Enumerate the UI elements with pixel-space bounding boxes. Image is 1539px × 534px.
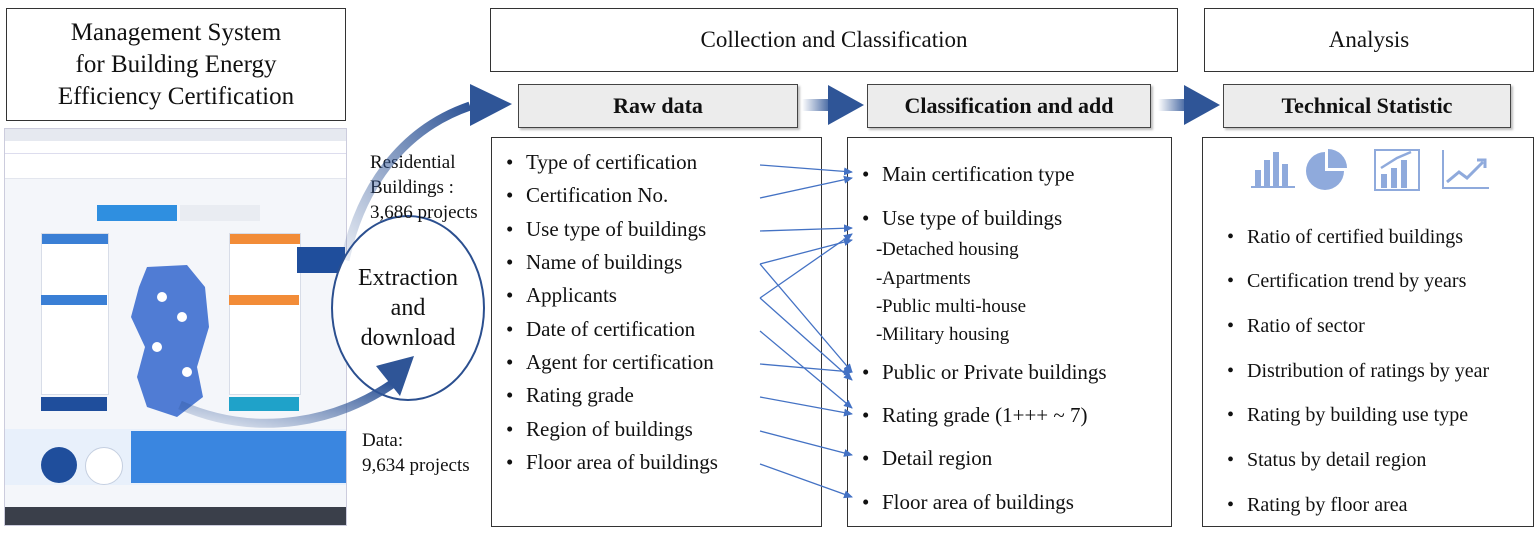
arrow-shaft-1 — [802, 99, 830, 111]
mapping-connectors — [759, 164, 853, 499]
lower-flow-arrow — [178, 380, 395, 428]
upper-arrowhead — [470, 84, 512, 126]
raw-item: Applicants — [506, 283, 617, 308]
raw-item: Agent for certification — [506, 350, 714, 375]
raw-item: Rating grade — [506, 383, 634, 408]
bar-chart-icon — [1251, 152, 1295, 188]
residential-line-3: 3,686 projects — [370, 202, 478, 223]
upper-flow-arrow — [340, 101, 472, 261]
raw-item: Name of buildings — [506, 250, 682, 275]
tech-item: Rating by building use type — [1227, 404, 1468, 427]
technical-statistic-box: Ratio of certified buildings Certificati… — [1202, 137, 1534, 527]
arrow-shaft-2 — [1158, 99, 1186, 111]
data-count-label: Data: 9,634 projects — [362, 428, 470, 478]
pie-chart-icon — [1306, 149, 1347, 190]
raw-item: Certification No. — [506, 183, 668, 208]
technical-list: Ratio of certified buildings Certificati… — [1203, 138, 1533, 526]
residential-line-2: Buildings : — [370, 177, 454, 198]
tech-item: Certification trend by years — [1227, 270, 1466, 293]
class-item-use-type: Use type of buildings — [862, 206, 1062, 231]
class-item-public-private: Public or Private buildings — [862, 360, 1107, 385]
system-title-line-1: Management System — [70, 18, 282, 46]
data-count-line-1: Data: — [362, 430, 404, 451]
system-title-box: Management System for Building Energy Ef… — [6, 8, 346, 121]
arrow-head-2 — [1184, 85, 1220, 125]
raw-item: Floor area of buildings — [506, 450, 718, 475]
tech-item: Ratio of certified buildings — [1227, 226, 1463, 249]
system-title-line-3: Efficiency Certification — [57, 82, 295, 110]
raw-data-box: Type of certification Certification No. … — [491, 137, 822, 527]
collection-section-title: Collection and Classification — [490, 8, 1178, 72]
residential-label: Residential Buildings : 3,686 projects — [370, 150, 478, 225]
lower-arrowhead — [376, 356, 414, 396]
class-subitem: Public multi-house — [876, 296, 1026, 318]
raw-data-header: Raw data — [518, 84, 798, 128]
raw-item: Region of buildings — [506, 417, 693, 442]
analysis-section-title: Analysis — [1204, 8, 1534, 72]
class-subitem: Detached housing — [876, 239, 1019, 261]
classification-list: Main certification type Use type of buil… — [848, 138, 1171, 526]
raw-data-list: Type of certification Certification No. … — [492, 138, 821, 526]
line-trend-icon — [1442, 150, 1489, 189]
raw-item: Use type of buildings — [506, 217, 706, 242]
class-item-floor-area: Floor area of buildings — [862, 490, 1074, 515]
class-item-detail-region: Detail region — [862, 446, 992, 471]
korea-map-graphic — [131, 265, 209, 417]
technical-statistic-header: Technical Statistic — [1223, 84, 1511, 128]
system-title-line-2: for Building Energy — [75, 50, 277, 78]
growth-chart-icon — [1374, 149, 1420, 191]
website-screenshot — [4, 128, 347, 526]
tech-item: Rating by floor area — [1227, 494, 1407, 517]
extraction-line-2: and — [390, 295, 426, 321]
class-item-rating-grade: Rating grade (1+++ ~ 7) — [862, 403, 1087, 428]
classification-header: Classification and add — [867, 84, 1151, 128]
class-subitem: Military housing — [876, 324, 1009, 346]
arrow-head-1 — [828, 85, 864, 125]
data-count-line-2: 9,634 projects — [362, 455, 470, 476]
raw-item: Date of certification — [506, 317, 695, 342]
tech-item: Distribution of ratings by year — [1227, 360, 1489, 383]
chart-icons-row — [1251, 149, 1489, 191]
tech-item: Status by detail region — [1227, 449, 1426, 472]
class-item-main-cert: Main certification type — [862, 162, 1074, 187]
extraction-line-1: Extraction — [358, 265, 458, 291]
tech-item: Ratio of sector — [1227, 315, 1365, 338]
raw-item: Type of certification — [506, 150, 697, 175]
extraction-line-3: download — [360, 325, 456, 351]
classification-box: Main certification type Use type of buil… — [847, 137, 1172, 527]
class-subitem: Apartments — [876, 268, 971, 290]
